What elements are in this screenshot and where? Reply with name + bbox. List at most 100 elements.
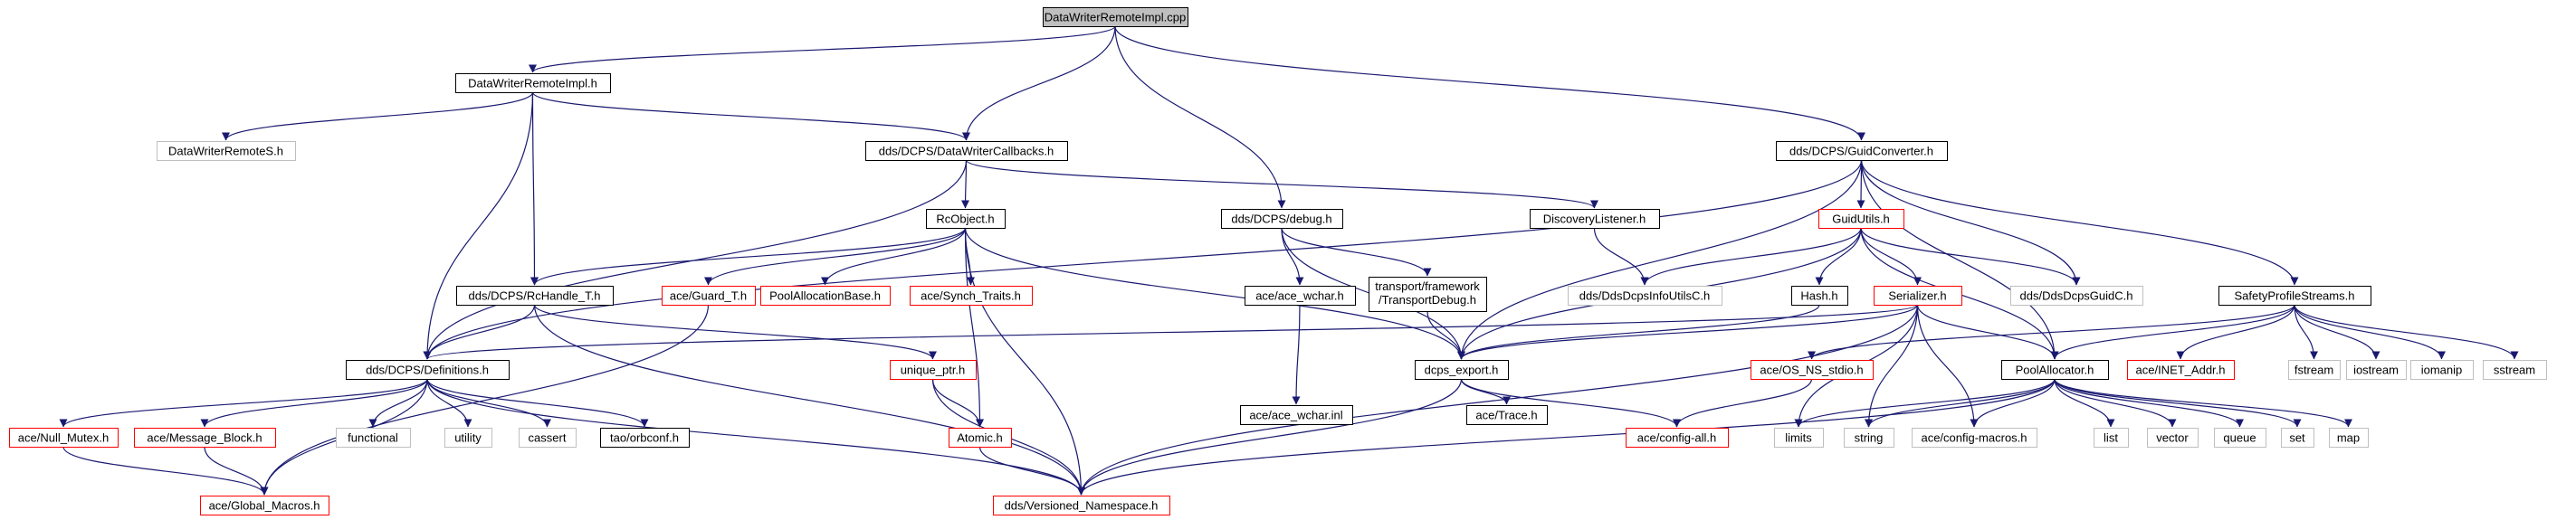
node-label: string: [1855, 431, 1884, 445]
node-label: utility: [454, 431, 482, 445]
node-ace-global-macros-h[interactable]: ace/Global_Macros.h: [200, 496, 329, 515]
node-data-writer-remote-impl-h[interactable]: DataWriterRemoteImpl.h: [455, 73, 611, 93]
node-box: [2214, 428, 2266, 448]
node-map: map: [2329, 428, 2369, 448]
node-ace-os-ns-stdio-h[interactable]: ace/OS_NS_stdio.h: [1751, 360, 1874, 380]
node-label: dds/Versioned_Namespace.h: [1005, 499, 1159, 513]
node-label: queue: [2223, 431, 2256, 445]
node-dds-dcps-definitions-h[interactable]: dds/DCPS/Definitions.h: [346, 360, 510, 380]
node-label: sstream: [2494, 364, 2535, 377]
node-ace-guard-t-h[interactable]: ace/Guard_T.h: [662, 286, 756, 306]
node-label: ace/ace_wchar.inl: [1249, 409, 1342, 422]
edge-rcobject-to-rchandle: [530, 227, 967, 286]
edge-root-to-dwcb: [962, 25, 1116, 141]
node-label: DiscoveryListener.h: [1543, 213, 1646, 226]
node-label: dcps_export.h: [1425, 364, 1499, 377]
edge-safety-to-iomanip: [2294, 304, 2446, 360]
edge-guidutils-to-guidc: [1860, 227, 2081, 286]
node-dds-dcps-rc-handle-t-h[interactable]: dds/DCPS/RcHandle_T.h: [456, 286, 614, 306]
node-tao-orbconf-h[interactable]: tao/orbconf.h: [600, 428, 690, 448]
edge-guidutils-to-hash: [1815, 227, 1862, 286]
node-ace-ace-wchar-h[interactable]: ace/ace_wchar.h: [1245, 286, 1356, 306]
edge-safety-to-poolalloc: [2050, 304, 2295, 360]
node-safety-profile-streams-h[interactable]: SafetyProfileStreams.h: [2218, 286, 2371, 306]
edge-definitions-to-msgblock: [200, 378, 428, 428]
node-dds-dcps-data-writer-callbacks-h[interactable]: dds/DCPS/DataWriterCallbacks.h: [865, 141, 1068, 161]
node-box: [2281, 428, 2314, 448]
node-dds-versioned-namespace-h[interactable]: dds/Versioned_Namespace.h: [993, 496, 1170, 515]
node-box: [455, 73, 611, 93]
node-label: PoolAllocator.h: [2016, 364, 2094, 377]
node-pool-allocator-h[interactable]: PoolAllocator.h: [2001, 360, 2109, 380]
edge-dcpsexport-to-configall: [1460, 378, 1681, 428]
node-label: ace/OS_NS_stdio.h: [1760, 364, 1863, 377]
edge-rchandle-to-uniqueptr: [533, 304, 937, 360]
node-atomic-h[interactable]: Atomic.h: [949, 428, 1012, 448]
edge-dwri_h-to-rchandle: [530, 91, 539, 286]
node-transport-framework-transport-debug-h[interactable]: transport/framework/TransportDebug.h: [1369, 277, 1487, 312]
node-ace-null-mutex-h[interactable]: ace/Null_Mutex.h: [9, 428, 119, 448]
node-label: DataWriterRemoteImpl.cpp: [1045, 11, 1187, 24]
node-label: iomanip: [2421, 364, 2463, 377]
edge-safety-to-iostream: [2294, 304, 2380, 360]
node-box: [1221, 209, 1343, 229]
node-label: tao/orbconf.h: [610, 431, 679, 445]
node-iomanip: iomanip: [2410, 360, 2474, 380]
node-ace-synch-traits-h[interactable]: ace/Synch_Traits.h: [910, 286, 1033, 306]
node-box: [1776, 141, 1948, 161]
node-box: [910, 286, 1033, 306]
node-discovery-listener-h[interactable]: DiscoveryListener.h: [1530, 209, 1660, 229]
node-data-writer-remote-impl-cpp[interactable]: DataWriterRemoteImpl.cpp: [1043, 7, 1188, 27]
node-box: [1626, 428, 1729, 448]
edge-rcobject-to-dcpsexport: [964, 227, 1465, 360]
node-label: Atomic.h: [957, 431, 1003, 445]
node-box: [346, 360, 510, 380]
edge-poolalloc-to-versioned: [1077, 378, 2056, 496]
node-box: [157, 141, 296, 161]
node-box: [1874, 286, 1962, 306]
node-box: [1466, 405, 1548, 425]
edge-debug-to-transportdebug: [1281, 227, 1432, 277]
edge-guidconv-to-guidc: [1860, 159, 2081, 286]
node-box: [1369, 277, 1487, 312]
edge-safety-to-inetaddr: [2176, 304, 2295, 360]
node-label: fstream: [2295, 364, 2333, 377]
node-label: DataWriterRemoteImpl.h: [468, 77, 597, 90]
node-box: [200, 496, 329, 515]
node-guid-utils-h[interactable]: GuidUtils.h: [1818, 209, 1904, 229]
node-unique-ptr-h[interactable]: unique_ptr.h: [890, 360, 977, 380]
node-ace-inet-addr-h[interactable]: ace/INET_Addr.h: [2127, 360, 2235, 380]
node-dds-dcps-debug-h[interactable]: dds/DCPS/debug.h: [1221, 209, 1343, 229]
nodes-layer: DataWriterRemoteImpl.cppDataWriterRemote…: [9, 7, 2547, 515]
node-ace-message-block-h[interactable]: ace/Message_Block.h: [134, 428, 276, 448]
node-box: [1568, 286, 1722, 306]
node-vector: vector: [2147, 428, 2199, 448]
edge-guidutils-to-ddsinfoutils: [1640, 227, 1862, 286]
node-hash-h[interactable]: Hash.h: [1791, 286, 1848, 306]
node-label: ace/Message_Block.h: [147, 431, 262, 445]
node-box: [926, 209, 1006, 229]
node-label: ace/INET_Addr.h: [2136, 364, 2226, 377]
edge-rchandle-to-versioned: [533, 304, 1085, 496]
edge-serializer-to-poolalloc: [1916, 304, 2059, 360]
node-pool-allocation-base-h[interactable]: PoolAllocationBase.h: [760, 286, 891, 306]
edge-acewchar-to-acewcharinl: [1292, 304, 1301, 405]
node-dds-dcps-guid-converter-h[interactable]: dds/DCPS/GuidConverter.h: [1776, 141, 1948, 161]
node-ace-ace-wchar-inl[interactable]: ace/ace_wchar.inl: [1240, 405, 1353, 425]
node-dcps-export-h[interactable]: dcps_export.h: [1415, 360, 1509, 380]
node-serializer-h[interactable]: Serializer.h: [1874, 286, 1962, 306]
edge-poolalloc-to-list: [2054, 378, 2115, 428]
node-box: [993, 496, 1170, 515]
edge-definitions-to-functional: [368, 378, 428, 428]
node-ace-config-all-h[interactable]: ace/config-all.h: [1626, 428, 1729, 448]
node-box: [519, 428, 577, 448]
node-rc-object-h[interactable]: RcObject.h: [926, 209, 1006, 229]
edge-rcobject-to-poolallocbase: [821, 227, 967, 286]
node-label: SafetyProfileStreams.h: [2235, 289, 2355, 303]
edge-serializer-to-versioned: [1077, 304, 1919, 496]
edge-dcpsexport-to-versioned: [1077, 378, 1463, 496]
node-label: ace/config-all.h: [1637, 431, 1716, 445]
node-cassert: cassert: [519, 428, 577, 448]
node-label-line: /TransportDebug.h: [1379, 293, 1476, 307]
node-ace-trace-h[interactable]: ace/Trace.h: [1466, 405, 1548, 425]
